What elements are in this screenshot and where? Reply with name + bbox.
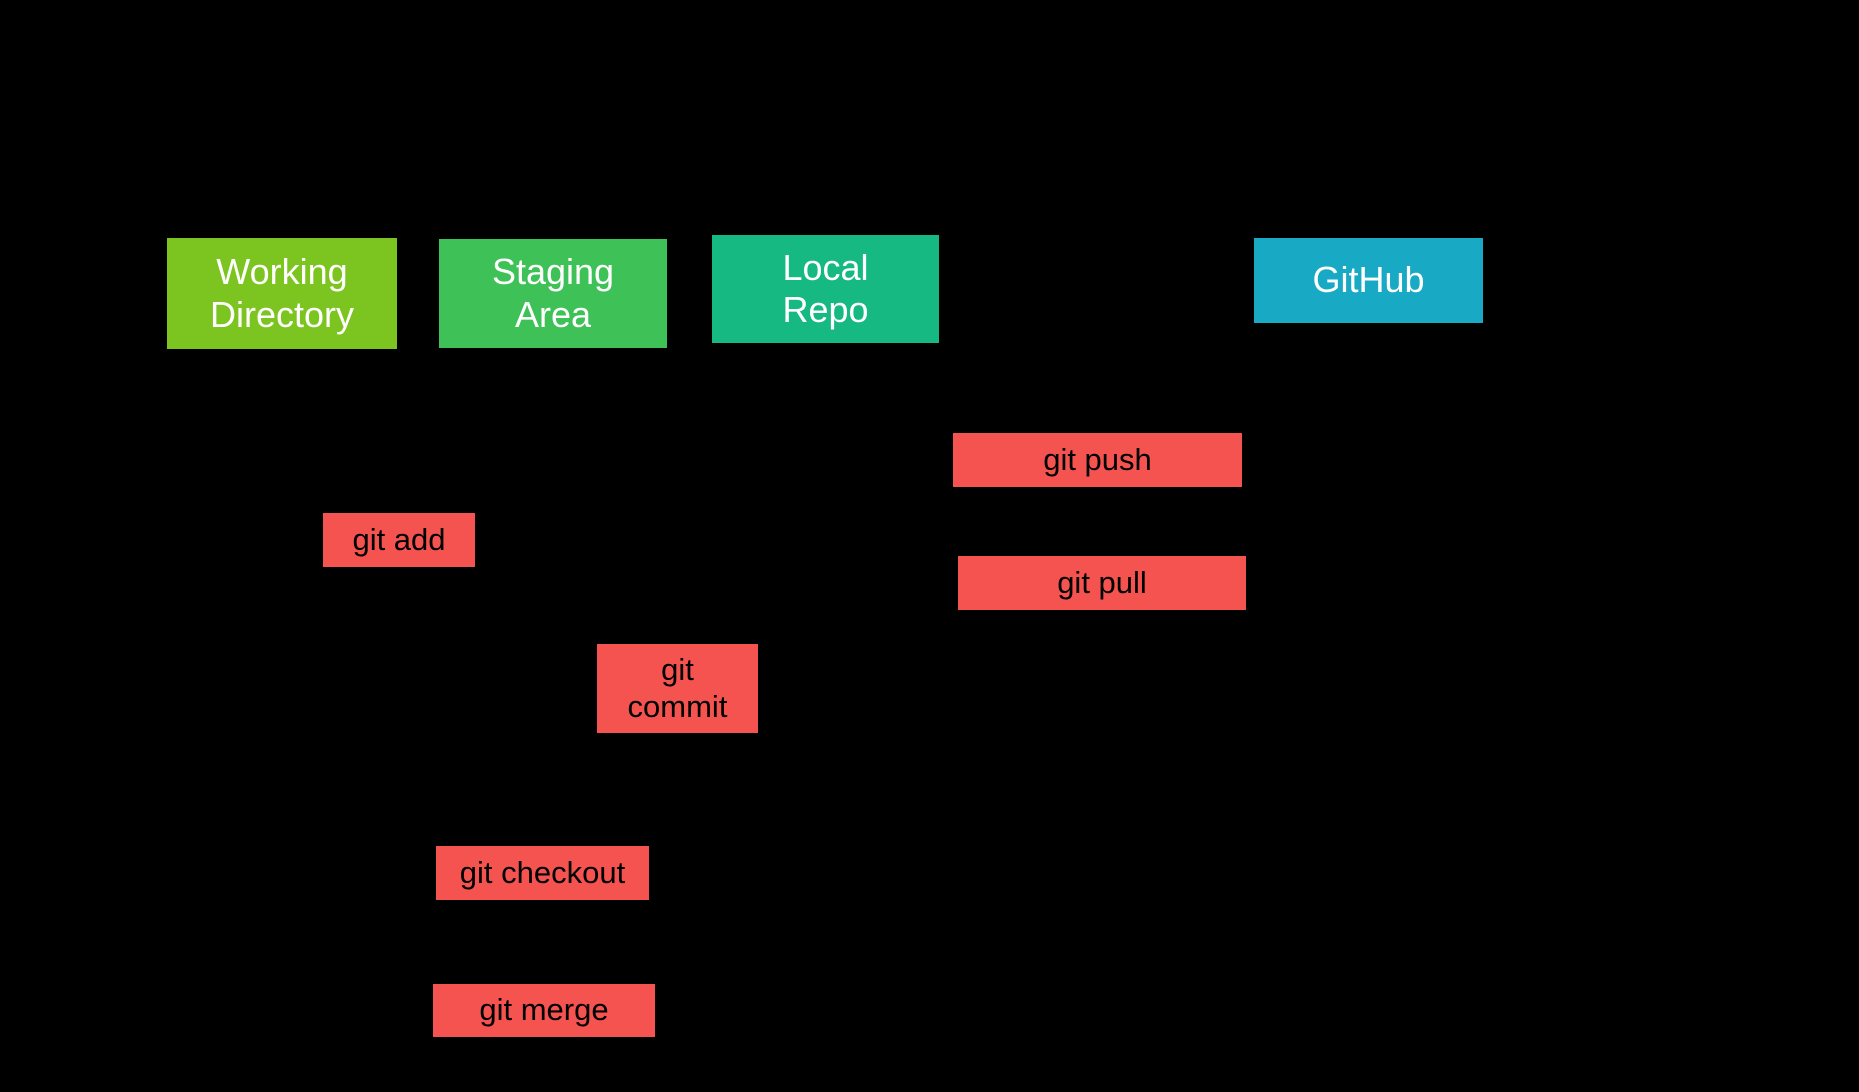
label-git-commit: git commit xyxy=(597,644,758,733)
node-github: GitHub xyxy=(1254,238,1483,323)
label-git-add: git add xyxy=(323,513,475,567)
label-git-push: git push xyxy=(953,433,1242,487)
label-git-pull: git pull xyxy=(958,556,1246,610)
label-git-checkout: git checkout xyxy=(436,846,649,900)
node-local-repo: Local Repo xyxy=(712,235,939,343)
label-git-merge: git merge xyxy=(433,984,655,1037)
node-staging-area: Staging Area xyxy=(439,239,667,348)
node-working-directory: Working Directory xyxy=(167,238,397,349)
